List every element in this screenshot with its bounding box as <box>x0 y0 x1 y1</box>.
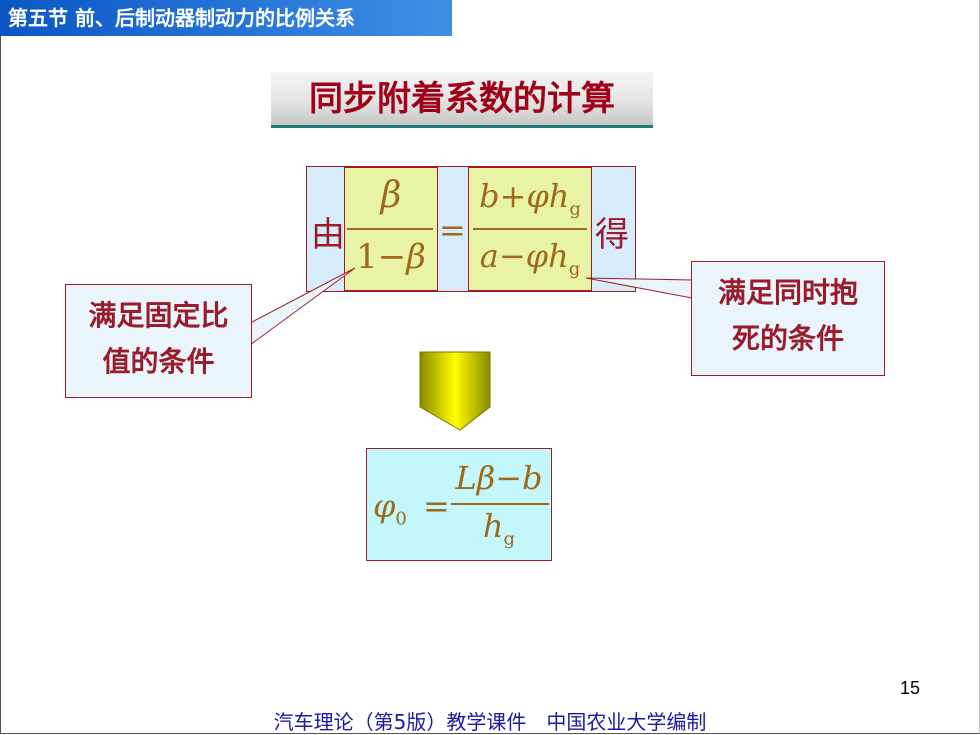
result-denominator: hg <box>482 507 516 550</box>
left-numerator: β <box>380 175 402 216</box>
callout-fixed-ratio-line1: 满足固定比 <box>88 299 229 332</box>
right-fraction-bar <box>473 228 587 230</box>
left-fraction-bar <box>347 228 433 230</box>
callout-fixed-ratio: 满足固定比 值的条件 <box>65 284 252 398</box>
footer-text: 汽车理论（第5版）教学课件 中国农业大学编制 <box>273 710 707 734</box>
left-denominator: 1−β <box>356 237 426 277</box>
result-lhs: φ0 = <box>373 487 450 530</box>
section-header: 第五节 前、后制动器制动力的比例关系 <box>0 0 452 36</box>
right-denominator: a−φhg <box>479 237 581 280</box>
callout-simultaneous-lock-line1: 满足同时抱 <box>717 276 858 309</box>
callout-fixed-ratio-line2: 值的条件 <box>102 345 215 378</box>
equation-prefix: 由 <box>311 215 345 255</box>
section-title: 第五节 前、后制动器制动力的比例关系 <box>8 6 355 30</box>
equation-equals: = <box>439 211 466 249</box>
result-numerator: Lβ−b <box>455 459 543 497</box>
slide-title-text: 同步附着系数的计算 <box>309 79 615 119</box>
callout-simultaneous-lock: 满足同时抱 死的条件 <box>691 261 885 376</box>
ratio-equation: 由 β 1−β = b+φhg a−φhg 得 <box>306 166 636 292</box>
result-equation: φ0 = Lβ−b hg <box>366 448 552 561</box>
page-number: 15 <box>900 678 921 698</box>
result-fraction-bar <box>451 503 549 505</box>
right-numerator: b+φhg <box>479 177 581 220</box>
callout-simultaneous-lock-line2: 死的条件 <box>731 322 844 355</box>
equation-suffix: 得 <box>595 215 629 255</box>
slide-title: 同步附着系数的计算 <box>271 72 653 128</box>
